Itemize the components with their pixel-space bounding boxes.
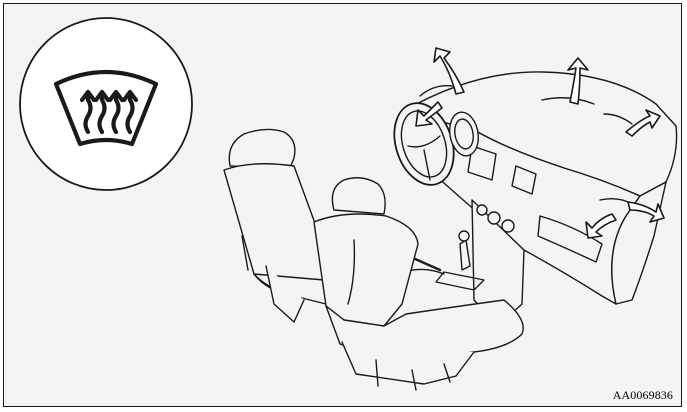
interior-illustration (4, 4, 682, 407)
figure-frame: AA0069836 (3, 3, 682, 407)
image-code-label: AA0069836 (613, 389, 673, 401)
defroster-symbol (20, 18, 192, 190)
dashboard (402, 72, 677, 326)
